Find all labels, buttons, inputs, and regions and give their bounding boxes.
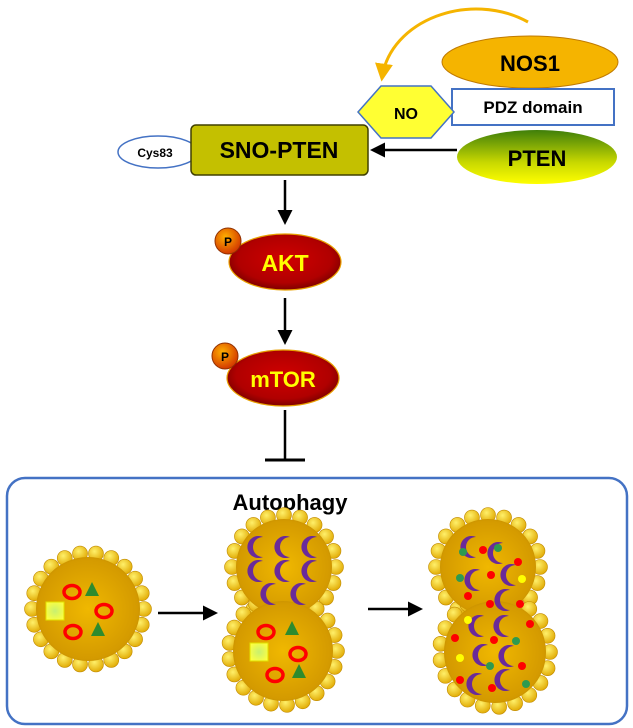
lysosome-dot xyxy=(486,662,494,670)
crescent xyxy=(274,536,290,558)
pdz-domain-label: PDZ domain xyxy=(483,98,582,117)
crescent xyxy=(494,669,510,691)
lysosome-dot xyxy=(486,600,494,608)
lysosome-dot xyxy=(456,654,464,662)
crescent xyxy=(260,582,276,606)
organelle-ring xyxy=(256,623,276,641)
akt-phospho-label: P xyxy=(224,235,232,249)
lysosome-dot xyxy=(451,634,459,642)
mtor-label: mTOR xyxy=(250,367,316,392)
mtor-phospho-label: P xyxy=(221,350,229,364)
crescent xyxy=(301,560,317,582)
organelle-square xyxy=(249,642,269,662)
crescent xyxy=(493,615,509,637)
organelle-ring xyxy=(265,666,285,684)
lysosome-dot xyxy=(479,546,487,554)
cell-body xyxy=(233,601,333,701)
crescent xyxy=(247,536,263,558)
crescent xyxy=(290,582,306,606)
organelle-triangle xyxy=(85,582,99,596)
organelle-triangle xyxy=(91,622,105,636)
organelle-triangle xyxy=(292,664,306,678)
pten-node xyxy=(457,130,617,184)
mtor-phospho-icon xyxy=(211,342,239,370)
sno-pten-box xyxy=(190,124,369,176)
cell-stage-autophagosome xyxy=(221,507,345,713)
lysosome-dot xyxy=(526,620,534,628)
cell-stage-autolysosome xyxy=(428,507,558,715)
crescent xyxy=(494,589,510,611)
crescent xyxy=(274,560,290,582)
organelle-ring xyxy=(62,583,82,601)
lysosome-dot xyxy=(518,662,526,670)
akt-label: AKT xyxy=(261,250,308,276)
lysosome-dot xyxy=(488,684,496,692)
lysosome-dot xyxy=(456,574,464,582)
organelle-ring xyxy=(63,623,83,641)
organelle-ring xyxy=(94,602,114,620)
crescent xyxy=(487,542,503,564)
cell-body xyxy=(36,557,140,661)
pdz-domain-box xyxy=(451,88,615,126)
mtor-node xyxy=(226,349,340,407)
crescent xyxy=(472,644,488,666)
pten-label: PTEN xyxy=(508,146,567,171)
lysosome-dot xyxy=(514,558,522,566)
no-label: NO xyxy=(394,106,418,123)
crescent xyxy=(500,564,516,586)
crescent xyxy=(468,615,484,637)
no-hexagon xyxy=(356,85,456,139)
crescent xyxy=(498,645,514,668)
lysosome-dot xyxy=(512,637,520,645)
lysosome-dot xyxy=(456,676,464,684)
lysosome-dot xyxy=(459,548,467,556)
lysosome-dot xyxy=(487,571,495,579)
lysosome-dot xyxy=(490,636,498,644)
lysosome-dot xyxy=(516,600,524,608)
organelle-triangle xyxy=(285,621,299,635)
lysosome-dot xyxy=(518,575,526,583)
nos1-to-no-arrow xyxy=(375,7,529,82)
lysosome-dot xyxy=(464,616,472,624)
cell-body xyxy=(236,519,332,615)
cys83-label: Cys83 xyxy=(137,146,173,160)
lysosome-dot xyxy=(464,592,472,600)
crescent xyxy=(466,673,482,695)
nos1-label: NOS1 xyxy=(500,51,560,76)
crescent xyxy=(247,560,263,582)
organelle-square xyxy=(45,601,65,621)
organelle-ring xyxy=(288,645,308,663)
akt-node xyxy=(228,233,342,291)
lysosome-dot xyxy=(494,544,502,552)
crescent xyxy=(464,569,480,592)
crescent xyxy=(301,536,317,558)
sno-pten-label: SNO-PTEN xyxy=(220,137,339,163)
akt-phospho-icon xyxy=(214,227,242,255)
lysosome-dot xyxy=(522,680,530,688)
cell-stage-initial xyxy=(24,545,152,673)
